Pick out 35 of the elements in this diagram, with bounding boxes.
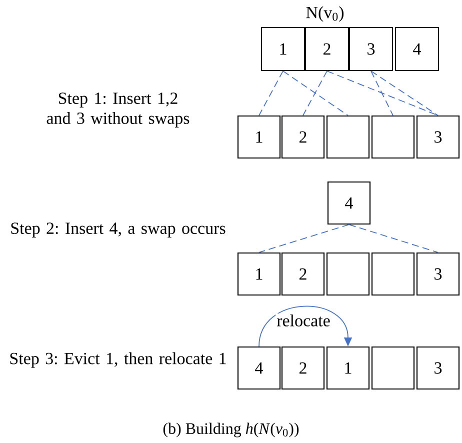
dashed-line	[258, 224, 350, 253]
step-description: Step 1: Insert 1,2 and 3 without swaps	[46, 92, 190, 128]
empty-box	[371, 252, 415, 296]
empty-box	[371, 115, 415, 159]
number-box: 4	[394, 26, 440, 72]
empty-box	[371, 346, 415, 390]
number-box: 3	[348, 26, 394, 72]
edge-label: relocate	[276, 313, 332, 328]
dashed-line	[348, 224, 438, 253]
number-box: 2	[281, 346, 325, 390]
number-box: 2	[304, 26, 350, 72]
dashed-line	[370, 70, 438, 116]
step-description: Step 3: Evict 1, then relocate 1	[10, 352, 226, 368]
number-box: 1	[237, 115, 281, 159]
number-box: 2	[281, 115, 325, 159]
array-title: N(v$_{0}$)	[306, 6, 344, 22]
step-description: Step 2: Insert 4, a swap occurs	[11, 222, 226, 238]
number-box: 3	[416, 115, 460, 159]
empty-box	[326, 115, 370, 159]
number-box: 1	[326, 346, 370, 390]
curved-arrow	[258, 306, 352, 347]
dashed-line	[258, 70, 284, 116]
dashed-line	[302, 70, 328, 116]
dashed-line	[282, 70, 348, 116]
number-box: 2	[281, 252, 325, 296]
number-box: 4	[237, 346, 281, 390]
number-box: 4	[327, 181, 371, 225]
caption: (b) Building h(N(v$_{0}$))	[163, 422, 299, 438]
empty-box	[326, 252, 370, 296]
number-box: 3	[416, 346, 460, 390]
number-box: 3	[416, 252, 460, 296]
dashed-line	[326, 70, 438, 116]
dashed-line	[370, 70, 394, 116]
number-box: 1	[237, 252, 281, 296]
number-box: 1	[260, 26, 306, 72]
